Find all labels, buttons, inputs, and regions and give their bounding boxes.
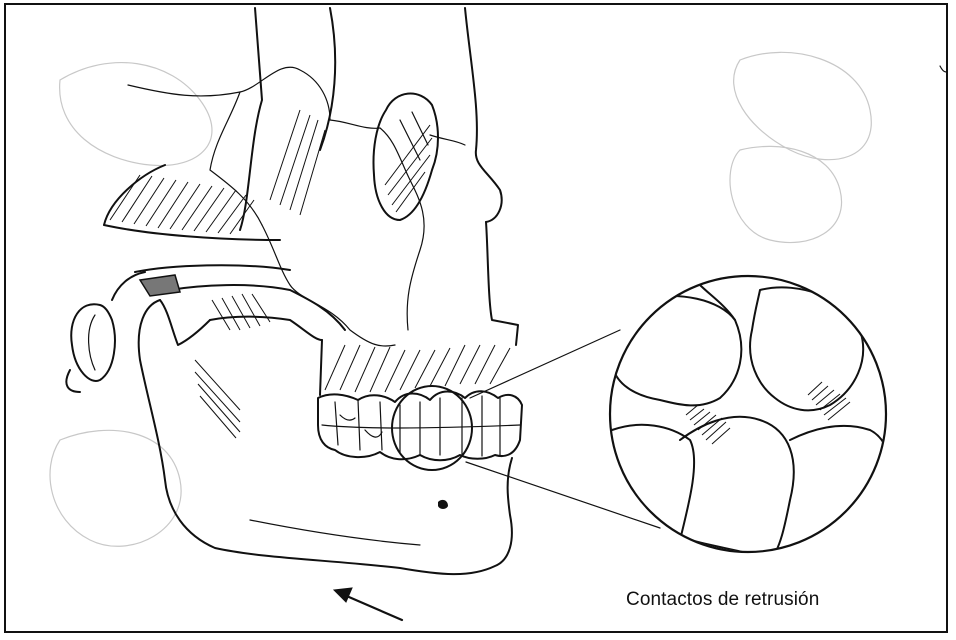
orbit xyxy=(374,94,439,220)
mental-foramen xyxy=(438,500,448,509)
cranium xyxy=(104,8,518,346)
magnified-view xyxy=(610,276,886,552)
magnify-callout xyxy=(392,276,892,560)
speck-mark xyxy=(940,66,946,72)
ear xyxy=(66,272,145,392)
mandible-hatching xyxy=(195,360,240,438)
callout-line-top xyxy=(470,330,620,398)
condyle xyxy=(140,275,180,296)
zygomatic-arch xyxy=(135,265,345,330)
temporal-hatching xyxy=(110,110,325,234)
teeth xyxy=(318,391,522,460)
figure-caption: Contactos de retrusión xyxy=(626,589,819,611)
maxilla xyxy=(320,340,510,395)
arrow-icon xyxy=(334,588,402,620)
mandible xyxy=(139,300,512,574)
